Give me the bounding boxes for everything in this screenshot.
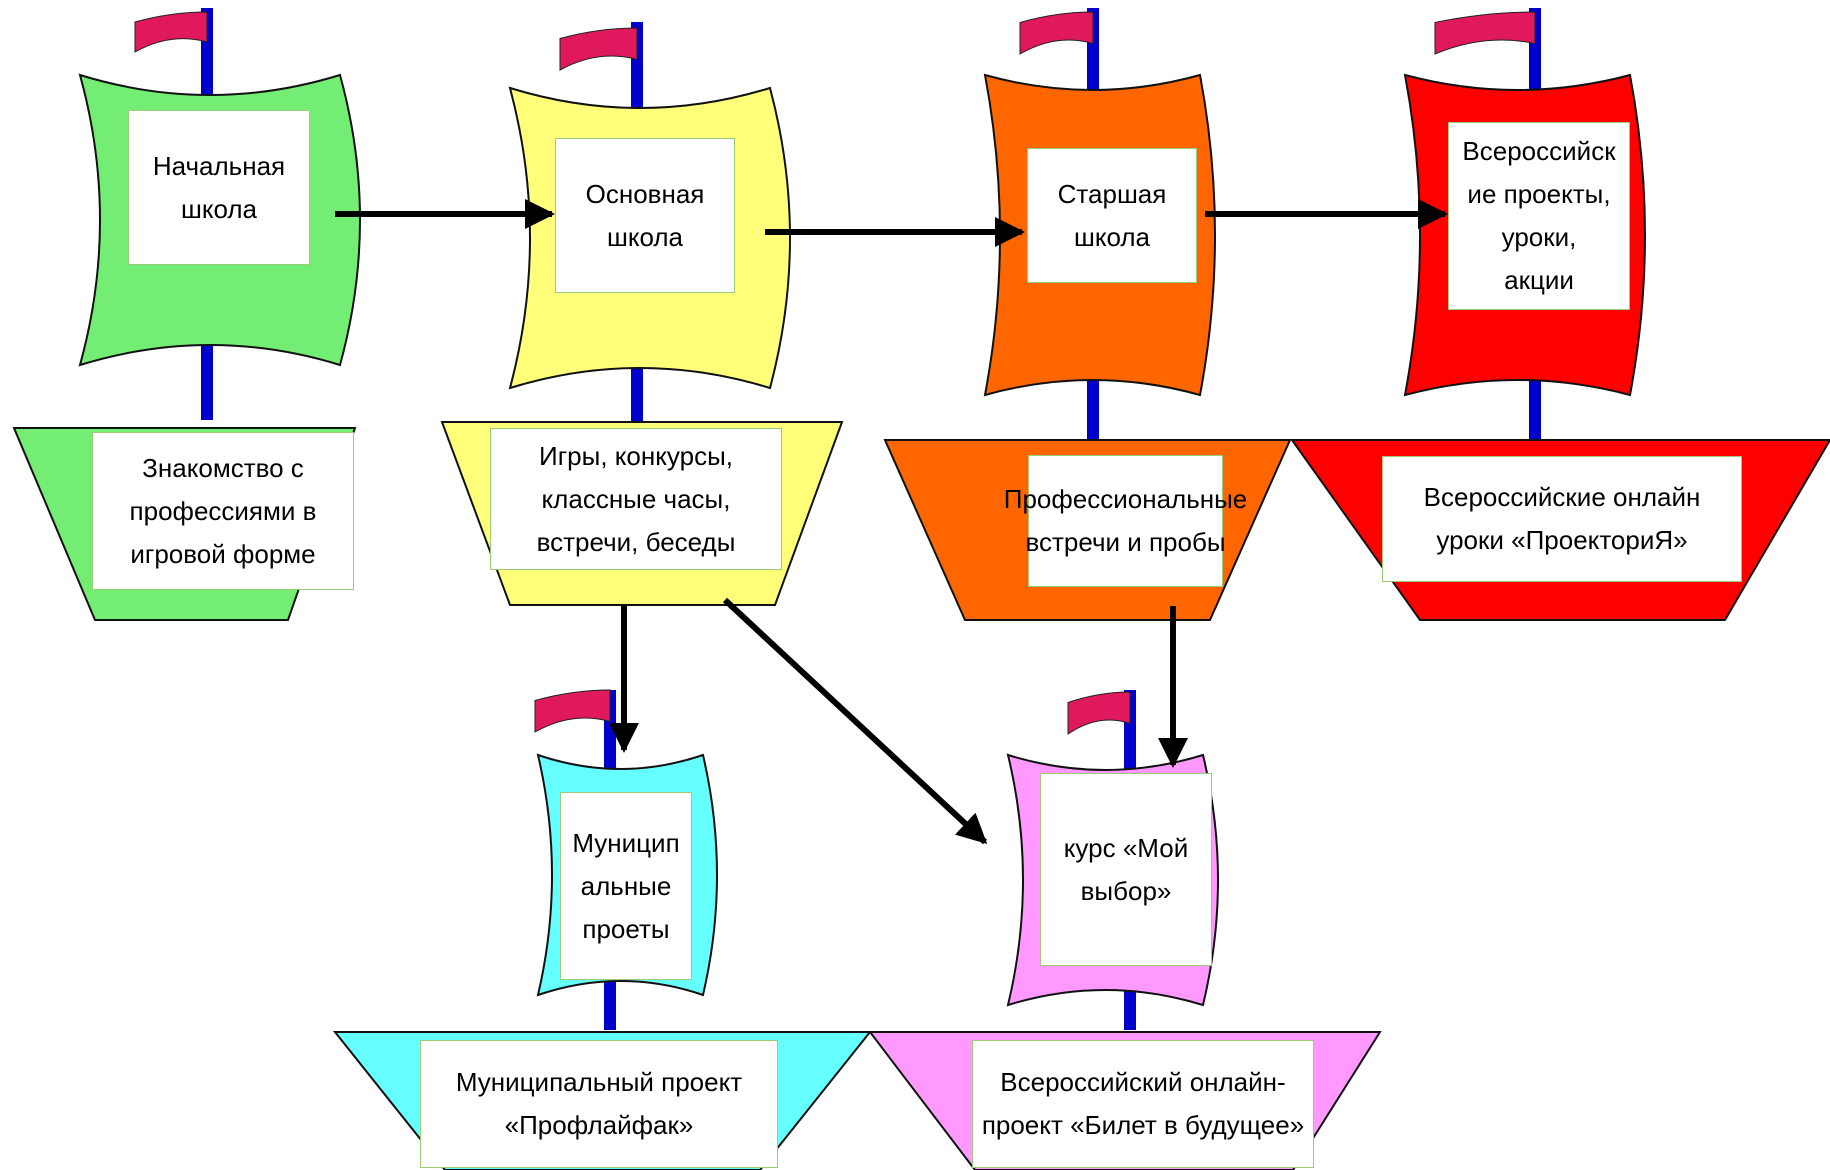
hull-label-municipalnye: Муниципальный проект «Профлайфак»: [420, 1040, 778, 1168]
hull-label-starshaya: Профессиональные встречи и пробы: [1004, 455, 1247, 587]
hull-label-osnovnaya: Игры, конкурсы, классные часы, встречи, …: [490, 428, 782, 570]
arrow-osnovnaya-to-moy-vybor: [722, 597, 988, 845]
flag-icon: [534, 689, 611, 733]
sail-label-nachalnaya: Начальная школа: [128, 110, 310, 265]
flag-icon: [1434, 11, 1536, 55]
flag-icon: [134, 11, 208, 53]
sail-label-vserossiyskie: Всероссийск ие проекты, уроки, акции: [1448, 122, 1630, 310]
flag-icon: [1067, 691, 1131, 735]
sail-label-municipalnye: Муницип альные проеты: [560, 792, 692, 980]
sail-label-starshaya: Старшая школа: [1027, 148, 1197, 283]
hull-label-moy-vybor: Всероссийский онлайн- проект «Билет в бу…: [972, 1040, 1314, 1168]
hull-label-nachalnaya: Знакомство с профессиями в игровой форме: [92, 432, 354, 590]
sail-label-moy-vybor: курс «Мой выбор»: [1040, 773, 1212, 966]
flag-icon: [1019, 11, 1094, 55]
sail-label-osnovnaya: Основная школа: [555, 138, 735, 293]
flag-icon: [559, 27, 638, 71]
hull-label-vserossiyskie: Всероссийские онлайн уроки «ПроекториЯ»: [1382, 456, 1742, 582]
